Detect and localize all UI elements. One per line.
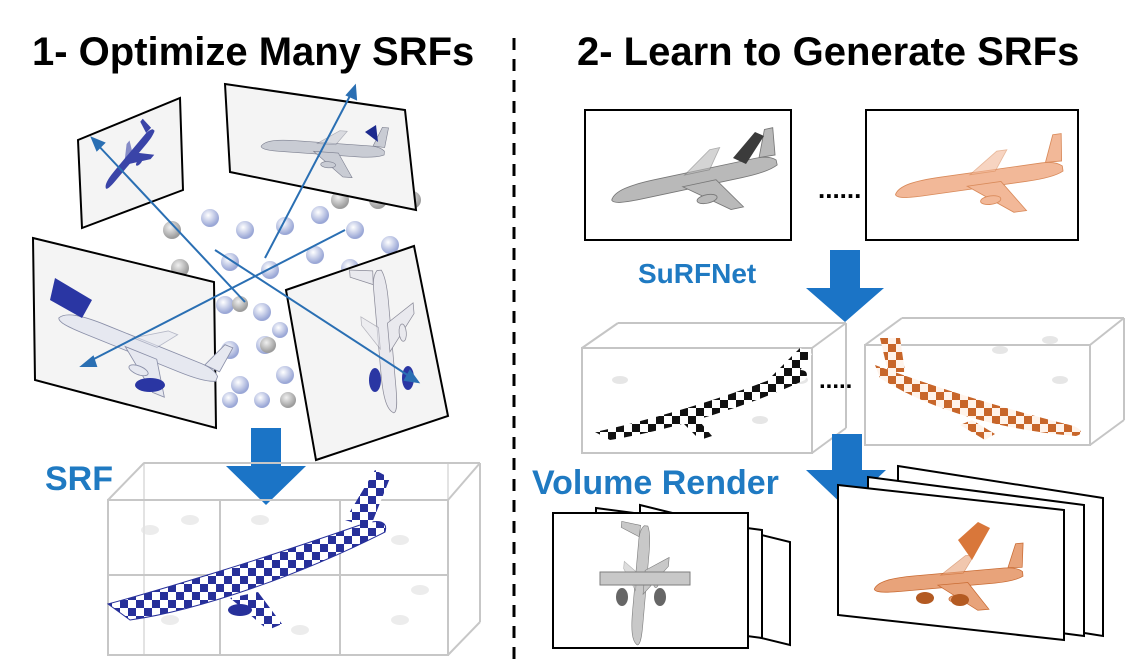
srf-label: SRF xyxy=(45,460,113,498)
input-image-orange xyxy=(865,109,1079,241)
down-arrow-icon xyxy=(226,428,306,505)
camera-rays xyxy=(79,83,421,384)
surfnet-label: SuRFNet xyxy=(638,258,757,289)
ellipsis-dots: ..... xyxy=(819,367,852,394)
srf-volume-cube xyxy=(106,462,481,656)
generated-volume-orange xyxy=(864,317,1125,446)
input-image-gray xyxy=(584,109,792,241)
generated-volume-gray xyxy=(581,322,847,454)
rendered-stack-gray xyxy=(552,503,791,649)
rendered-stack-orange xyxy=(837,464,1104,642)
ellipsis-dots: ...... xyxy=(818,174,861,204)
left-section xyxy=(31,82,481,656)
camera-view-2 xyxy=(223,82,418,212)
volume-render-label: Volume Render xyxy=(532,464,779,502)
down-arrow-icon xyxy=(806,250,884,322)
camera-view-4 xyxy=(284,244,450,462)
right-section-title: 2- Learn to Generate SRFs xyxy=(577,30,1080,74)
camera-view-3 xyxy=(31,236,234,430)
left-section-title: 1- Optimize Many SRFs xyxy=(32,30,475,74)
camera-view-1 xyxy=(76,96,185,230)
right-section: ...... xyxy=(552,109,1125,649)
